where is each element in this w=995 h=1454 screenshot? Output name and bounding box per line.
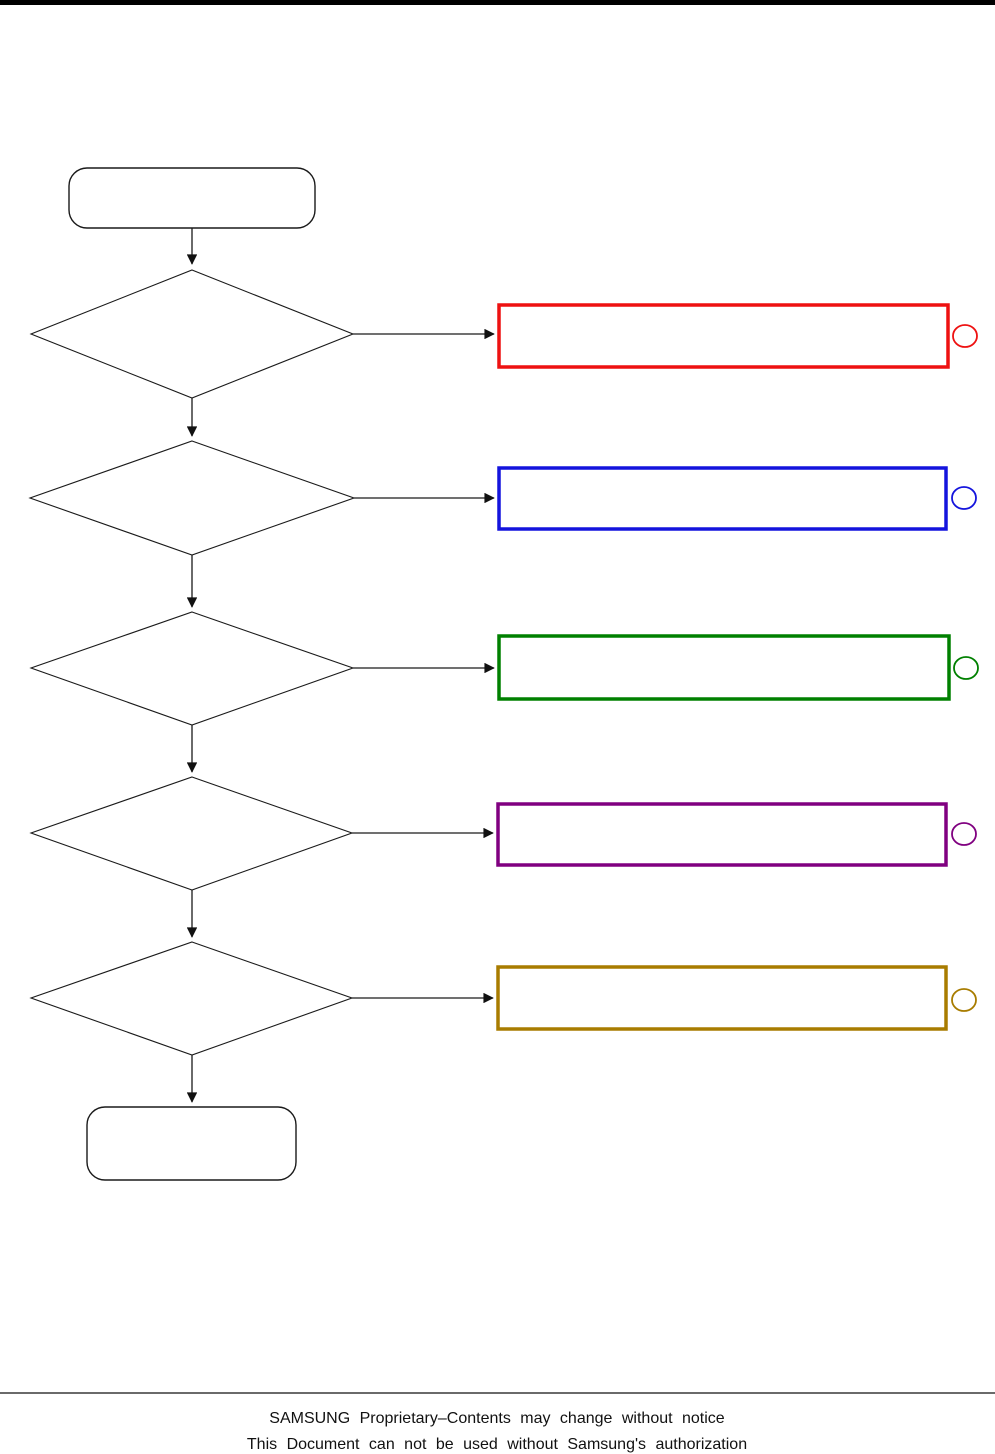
decision-diamond-5: [29, 941, 354, 1056]
decision-diamond-2: [28, 440, 356, 556]
result-box-4: [496, 802, 948, 867]
result-box-3: [497, 634, 951, 701]
end-terminator: [86, 1106, 297, 1181]
result-box-2: [497, 466, 948, 531]
decision-diamond-3: [29, 611, 355, 726]
decision-diamond-1: [29, 269, 355, 399]
result-box-5: [496, 965, 948, 1031]
result-box-1: [497, 303, 950, 369]
branch-endpoint-circle-1: [952, 324, 978, 348]
top-border-bar: [0, 0, 995, 5]
start-terminator: [68, 167, 316, 229]
branch-endpoint-circle-5: [951, 988, 977, 1012]
footer-notice-line2: This Document can not be used without Sa…: [247, 1436, 747, 1453]
branch-endpoint-circle-2: [951, 486, 977, 510]
branch-endpoint-circle-4: [951, 822, 977, 846]
decision-diamond-4: [29, 776, 354, 891]
footer-notice-line1: SAMSUNG Proprietary–Contents may change …: [269, 1410, 725, 1427]
branch-endpoint-circle-3: [953, 656, 979, 680]
